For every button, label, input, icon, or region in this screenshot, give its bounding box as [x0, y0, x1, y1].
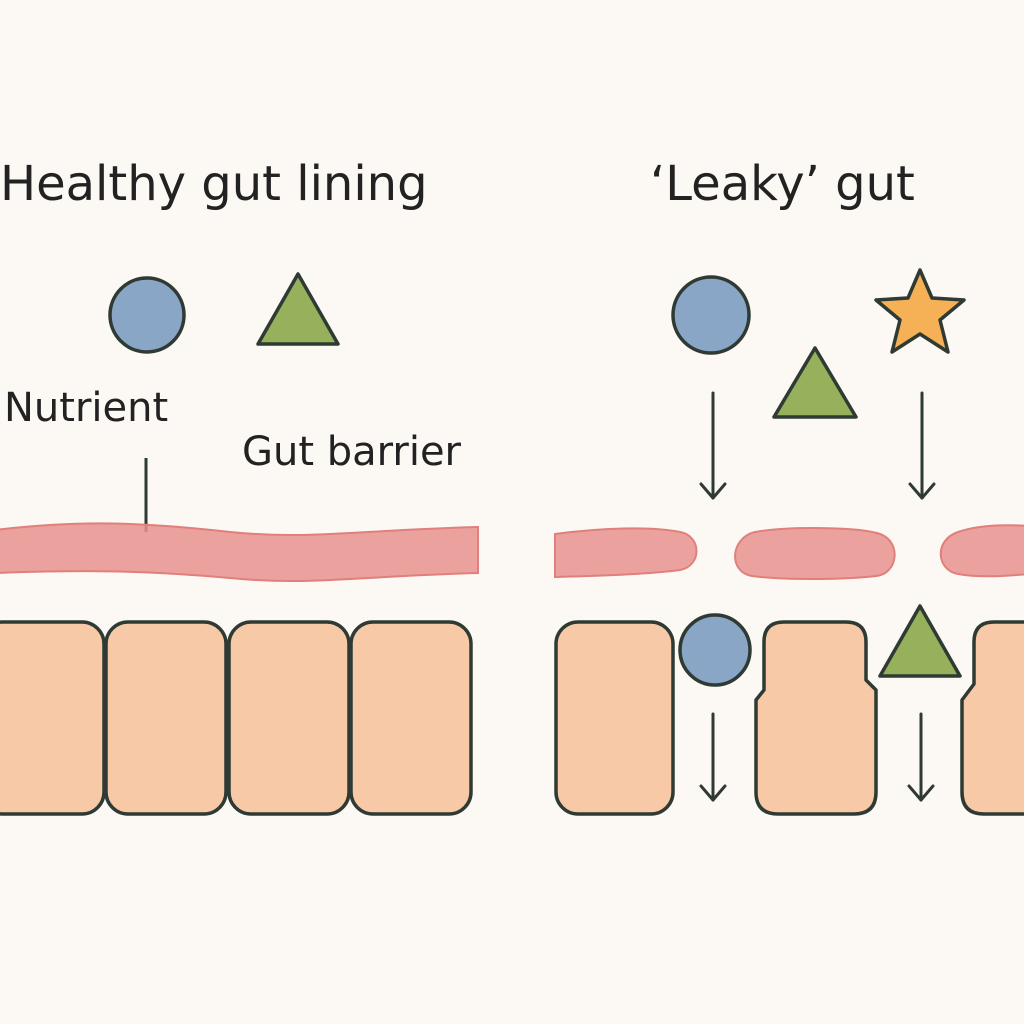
arrow-down-icon: [699, 712, 727, 802]
intact-gut-barrier: [0, 522, 479, 583]
leaky-triangle-icon: [772, 346, 858, 419]
nutrient-label: Nutrient: [4, 385, 169, 431]
gut-cell: [227, 620, 351, 816]
broken-barrier-segment: [554, 527, 698, 579]
leaky-panel: [554, 268, 1024, 816]
arrow-down-icon: [908, 391, 936, 500]
gut-cell: [349, 620, 473, 816]
healthy-title: Healthy gut lining: [0, 156, 428, 212]
nutrient-triangle-icon: [256, 272, 340, 346]
arrow-down-icon: [699, 391, 727, 500]
broken-barrier-segment: [939, 524, 1024, 578]
leaky-circle-icon: [671, 275, 751, 355]
leaking-circle-icon: [678, 613, 752, 687]
gut-cell: [104, 620, 228, 816]
gut-cell: [960, 620, 1024, 816]
gut-cell: [0, 620, 106, 816]
nutrient-circle-icon: [108, 276, 186, 354]
star-particle-icon: [874, 268, 966, 354]
broken-barrier-segment: [734, 527, 896, 580]
leaking-triangle-icon: [878, 604, 962, 678]
gut-cell: [554, 620, 675, 816]
gut-barrier-label: Gut barrier: [242, 429, 462, 475]
leaky-title: ‘Leaky’ gut: [650, 156, 915, 212]
arrow-down-icon: [907, 712, 935, 802]
gut-cell: [754, 620, 878, 816]
healthy-panel: [0, 272, 479, 816]
